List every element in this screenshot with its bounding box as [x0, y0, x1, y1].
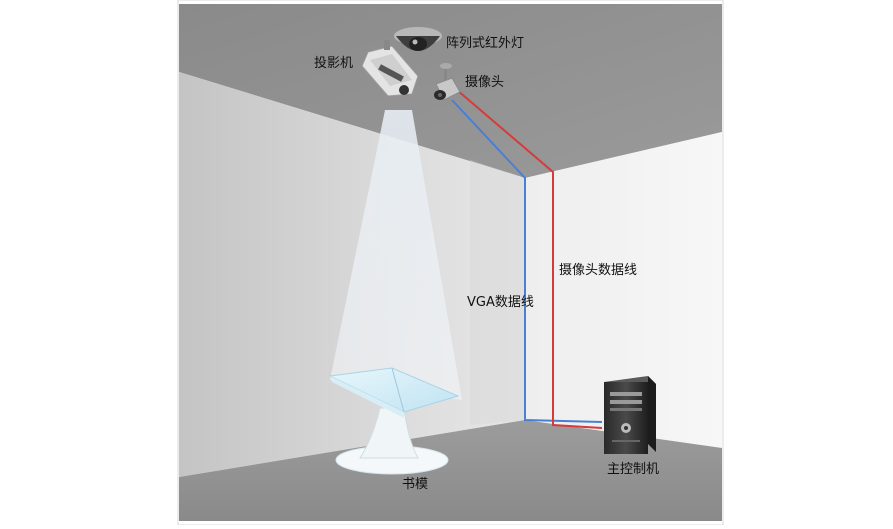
camera-label: 摄像头: [465, 76, 504, 89]
ir-light-label: 阵列式红外灯: [446, 37, 524, 50]
camera-cable-label: 摄像头数据线: [559, 264, 637, 277]
main-host-label: 主控制机: [607, 463, 659, 476]
vga-cable-label: VGA数据线: [467, 296, 534, 309]
book-model-label: 书模: [402, 478, 428, 491]
pc-tower-icon: [604, 376, 656, 454]
projector-label: 投影机: [314, 57, 353, 70]
